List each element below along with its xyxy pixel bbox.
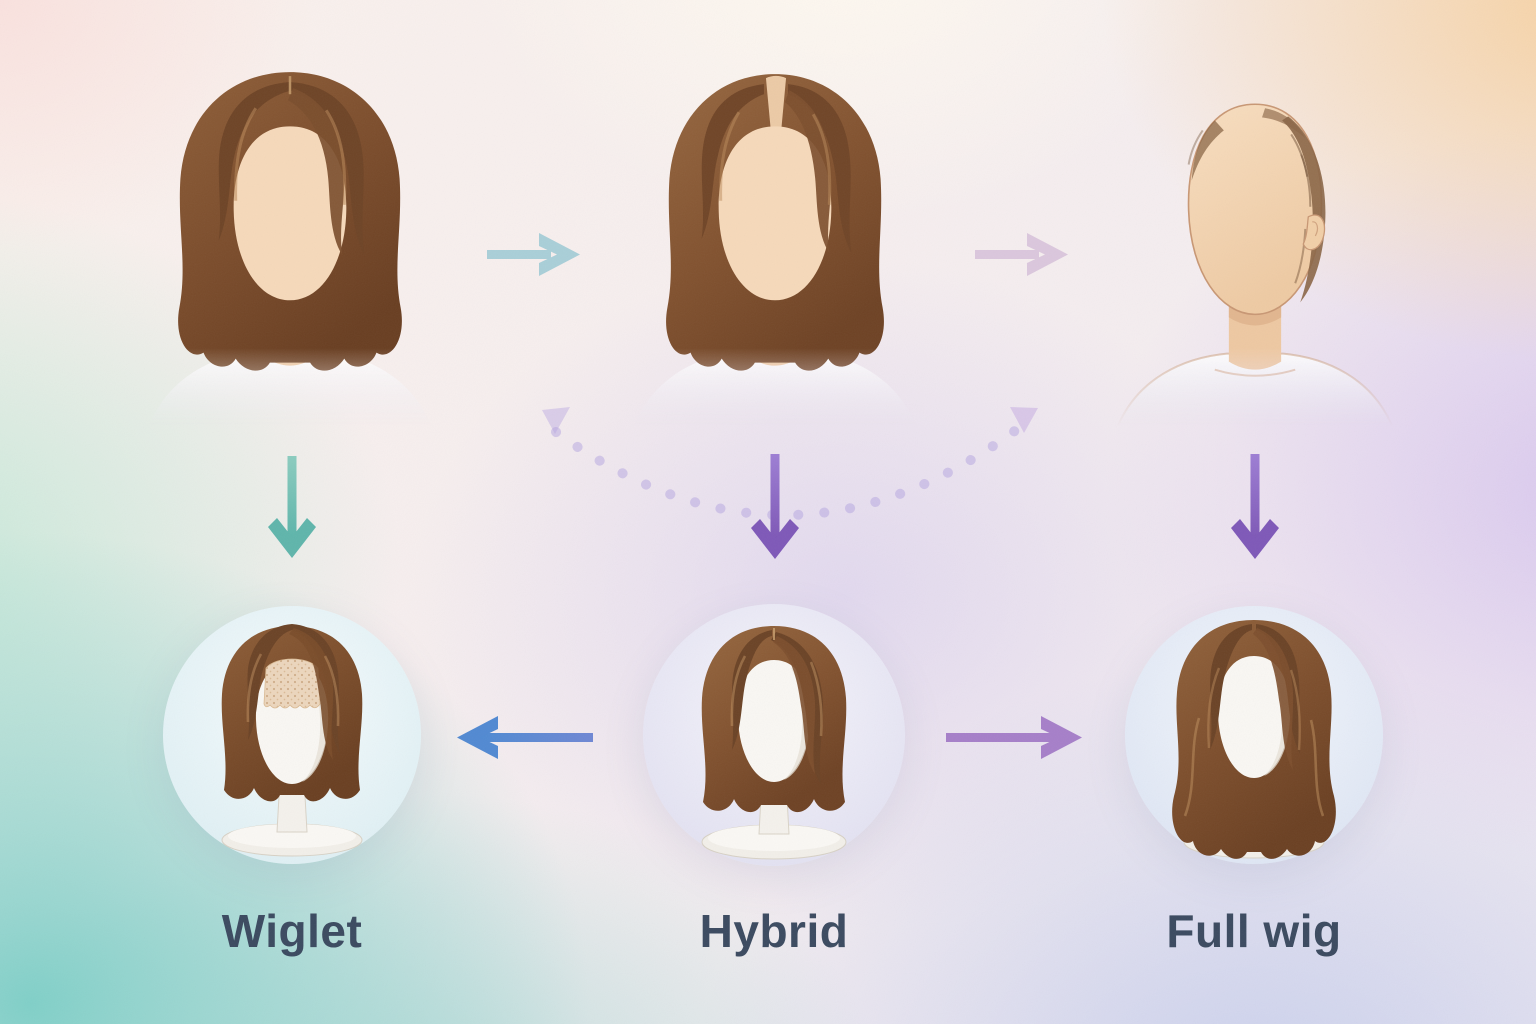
wiglet-on-stand-illustration bbox=[221, 624, 363, 857]
arrow-advanced-to-full-wig bbox=[1227, 450, 1283, 578]
arrow-full-hair-to-thinning bbox=[483, 228, 583, 280]
arrow-hybrid-to-full-wig bbox=[942, 711, 1087, 763]
down-arrow-icon bbox=[268, 456, 316, 558]
woman-full-hair-illustration bbox=[147, 72, 433, 430]
stage-thinning-hair bbox=[613, 58, 937, 430]
arrow-full-hair-to-wiglet bbox=[264, 452, 320, 577]
hybrid-wig-on-stand-illustration bbox=[701, 626, 847, 860]
arrow-hybrid-to-wiglet bbox=[452, 711, 597, 763]
arrow-thinning-to-hybrid bbox=[747, 450, 803, 578]
label-hybrid: Hybrid bbox=[699, 905, 849, 957]
right-arrow-icon bbox=[946, 716, 1082, 759]
down-arrow-icon bbox=[751, 454, 799, 559]
right-arrow-icon bbox=[487, 233, 580, 276]
label-wiglet: Wiglet bbox=[221, 905, 363, 957]
stage-full-hair bbox=[128, 58, 452, 430]
option-circle-hybrid bbox=[643, 604, 905, 866]
option-circle-wiglet bbox=[163, 606, 421, 864]
woman-thinning-part-illustration bbox=[632, 74, 918, 430]
stage-advanced-hair-loss bbox=[1093, 58, 1417, 431]
down-arrow-icon bbox=[1231, 454, 1279, 559]
label-full-wig: Full wig bbox=[1166, 905, 1342, 957]
lace-front-panel bbox=[263, 658, 321, 709]
woman-advanced-hair-loss-illustration bbox=[1115, 103, 1395, 431]
full-wig-on-stand-illustration bbox=[1172, 620, 1336, 859]
arrow-thinning-to-advanced bbox=[971, 228, 1071, 280]
left-arrow-icon bbox=[457, 716, 593, 759]
right-arrow-icon bbox=[975, 233, 1068, 276]
option-circle-full-wig bbox=[1125, 606, 1383, 864]
